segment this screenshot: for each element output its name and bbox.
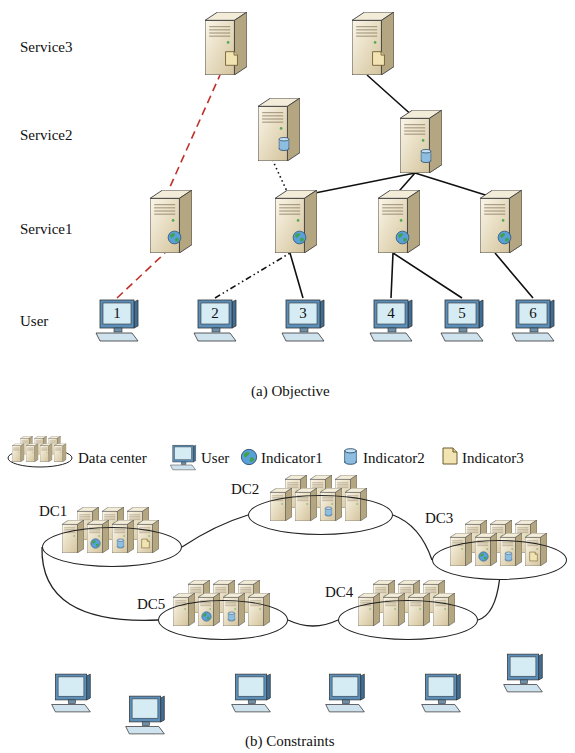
data-center-ellipse: DC1 bbox=[42, 527, 182, 567]
row-label: Service2 bbox=[20, 126, 72, 144]
network-link bbox=[182, 515, 248, 547]
data-center-ellipse: DC3 bbox=[432, 540, 567, 580]
user-computer: 1 bbox=[92, 298, 142, 343]
network-link bbox=[288, 620, 338, 626]
user-computer: 4 bbox=[366, 298, 416, 343]
legend-text: Data center bbox=[78, 449, 147, 467]
data-center-ellipse: DC2 bbox=[248, 495, 393, 535]
data-center-label: DC2 bbox=[231, 480, 259, 498]
row-label: Service3 bbox=[20, 38, 72, 56]
legend-text: Indicator2 bbox=[363, 449, 425, 467]
legend-text: User bbox=[201, 449, 229, 467]
row-label: User bbox=[20, 312, 48, 330]
user-number: 3 bbox=[289, 303, 317, 324]
subfigure-caption: (b) Constraints bbox=[245, 732, 335, 750]
user-computer: 5 bbox=[437, 298, 487, 343]
user-computer: 6 bbox=[508, 298, 558, 343]
data-center-ellipse: DC5 bbox=[158, 600, 288, 640]
user-computer: 2 bbox=[190, 298, 240, 343]
data-center-label: DC5 bbox=[137, 595, 165, 613]
network-link bbox=[478, 580, 500, 620]
legend-text: Indicator1 bbox=[261, 449, 323, 467]
data-center-ellipse: DC4 bbox=[338, 600, 478, 640]
user-number: 6 bbox=[519, 303, 547, 324]
user-number: 5 bbox=[448, 303, 476, 324]
subfigure-caption: (a) Objective bbox=[251, 382, 330, 400]
data-center-label: DC3 bbox=[425, 509, 453, 527]
data-center-label: DC1 bbox=[39, 502, 67, 520]
user-number: 1 bbox=[103, 303, 131, 324]
legend-text: Indicator3 bbox=[462, 449, 524, 467]
row-label: Service1 bbox=[20, 220, 72, 238]
user-number: 4 bbox=[377, 303, 405, 324]
user-number: 2 bbox=[201, 303, 229, 324]
user-computer: 3 bbox=[278, 298, 328, 343]
data-center-label: DC4 bbox=[325, 583, 353, 601]
